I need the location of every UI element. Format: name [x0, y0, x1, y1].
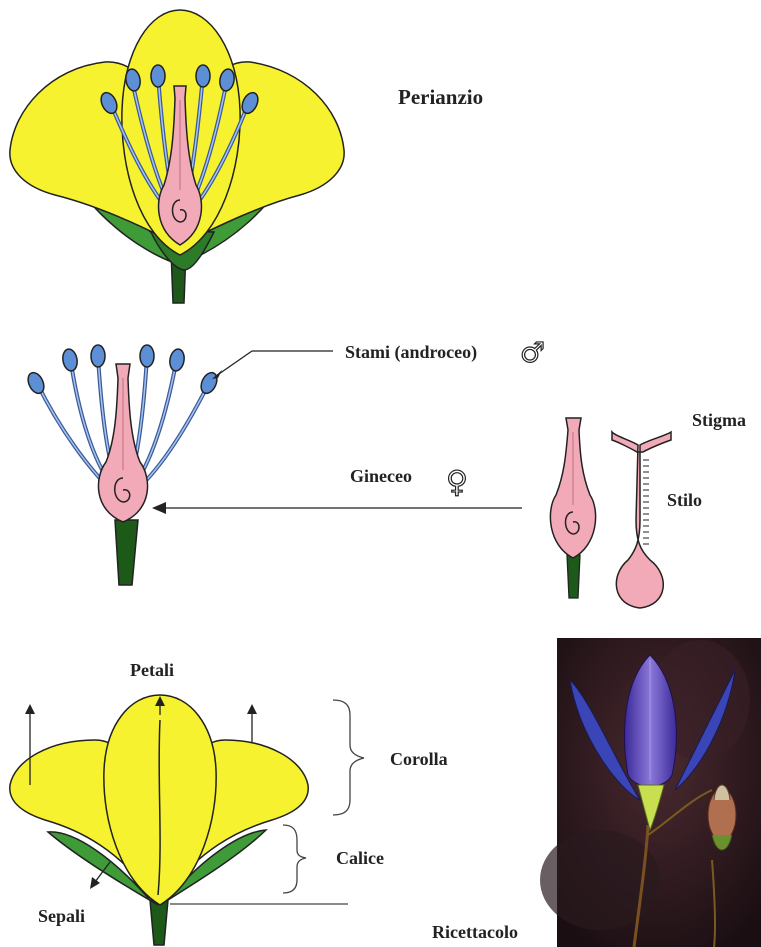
androecium-gynoecium	[25, 345, 220, 585]
label-perianzio: Perianzio	[398, 85, 483, 109]
perianth-flower	[10, 10, 344, 303]
label-petali: Petali	[130, 660, 174, 680]
brace-corolla	[333, 700, 364, 815]
label-stami: Stami (androceo)	[345, 342, 477, 363]
male-symbol: ♂	[520, 336, 545, 369]
label-stigma: Stigma	[692, 410, 746, 430]
label-sepali: Sepali	[38, 906, 85, 926]
stigma-shape	[612, 432, 671, 608]
bellflower-photo	[540, 638, 761, 947]
brace-calice	[283, 825, 306, 893]
pistil-detail-small	[550, 418, 595, 598]
label-ricettacolo: Ricettacolo	[432, 922, 518, 942]
female-symbol: ♀	[446, 465, 468, 500]
label-corolla: Corolla	[390, 749, 448, 769]
label-stilo: Stilo	[667, 490, 702, 510]
label-calice: Calice	[336, 848, 384, 868]
stem-middle	[115, 520, 138, 585]
pistil-detail-large	[612, 432, 671, 608]
label-gineceo: Gineceo	[350, 466, 412, 486]
stem-bottom	[150, 900, 168, 945]
